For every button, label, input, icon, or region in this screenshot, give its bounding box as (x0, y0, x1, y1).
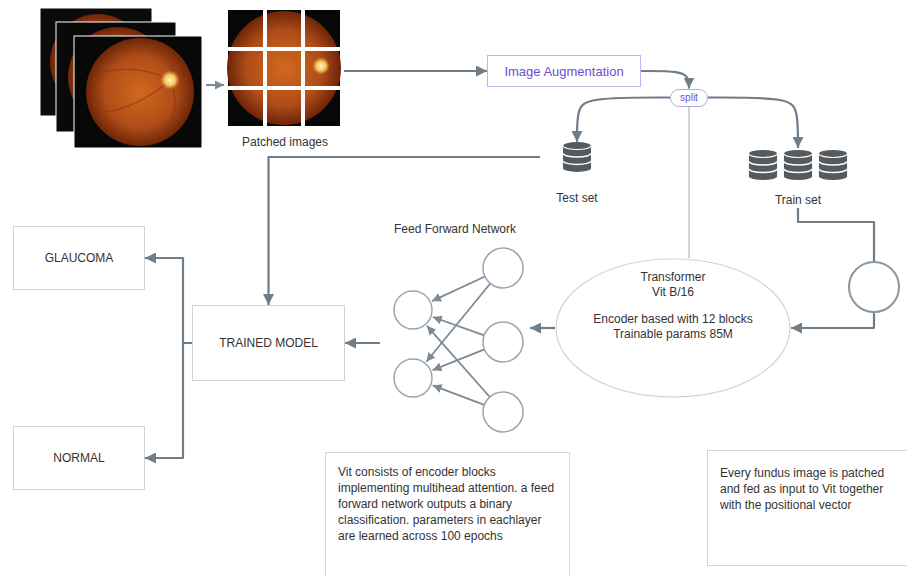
process-box: TRAINED MODEL (192, 305, 345, 381)
node-label: split (680, 92, 698, 104)
node-label: Image Augmentation (504, 64, 623, 79)
fundus-photo (228, 10, 340, 126)
connector-arrow (708, 98, 798, 149)
patch-gap (228, 47, 340, 51)
network-node: Feed Forward Network (380, 222, 530, 434)
node-label: Vit B/16 (652, 285, 694, 300)
connector-arrow (688, 107, 689, 259)
database-icon (784, 150, 812, 180)
node-label: Encoder based with 12 blocks (593, 312, 752, 327)
note-box: Vit consists of encoder blocks implement… (325, 452, 570, 576)
neuron (483, 322, 523, 362)
ellipse-outline (556, 259, 790, 397)
fundus-retina (227, 11, 341, 125)
neuron (394, 291, 432, 329)
database-icon (819, 150, 847, 180)
patch-gap (301, 10, 305, 126)
node-label: TRAINED MODEL (219, 336, 318, 351)
fundus-retina (86, 38, 194, 146)
fundus-photo (74, 36, 202, 148)
flow-arrow (206, 84, 224, 86)
database-icon (749, 150, 777, 180)
node-label: Patched images (242, 135, 328, 150)
class-box: NORMAL (13, 426, 145, 490)
database-icon (563, 142, 591, 172)
class-box: GLAUCOMA (13, 226, 145, 290)
node-label: Transformer (641, 270, 706, 285)
connector-arrow (145, 343, 192, 458)
node-label: Test set (556, 191, 597, 206)
optic-disc (312, 57, 330, 75)
neural-network-figure (394, 248, 523, 432)
patch-gap (263, 10, 267, 126)
node-label: Train set (775, 193, 821, 208)
node-label: GLAUCOMA (45, 251, 114, 266)
transformer-ellipse: TransformerVit B/16Encoder based with 12… (555, 258, 791, 398)
fundus-image-stack (40, 8, 202, 148)
image-grid: Patched images (226, 8, 344, 150)
node-label: Trainable params 85M (613, 327, 733, 342)
input-token-circle (849, 262, 899, 312)
optic-disc (160, 70, 180, 90)
neuron (483, 392, 523, 432)
connector-arrow (530, 327, 555, 329)
connector-arrow (577, 98, 670, 143)
connector-arrow (641, 71, 689, 89)
connector-arrow (145, 258, 192, 343)
neuron (483, 248, 523, 288)
connector-arrow (269, 157, 541, 305)
note-box: Every fundus image is patched and fed as… (707, 450, 907, 566)
patch-gap (228, 86, 340, 90)
patched-fundus-grid (227, 10, 341, 126)
split-pill: split (670, 89, 708, 107)
connector-arrow (345, 342, 380, 344)
process-box: Image Augmentation (487, 55, 641, 87)
neuron (394, 359, 432, 397)
database-node: Test set (540, 142, 614, 206)
node-label: Feed Forward Network (394, 222, 516, 237)
node-label: NORMAL (53, 451, 104, 466)
database-node: Train set (742, 148, 854, 208)
node-label: Vit consists of encoder blocks implement… (338, 464, 557, 544)
connector-arrow (344, 70, 487, 72)
neuron-link (426, 277, 490, 405)
node-label: Every fundus image is patched and fed as… (720, 465, 896, 513)
